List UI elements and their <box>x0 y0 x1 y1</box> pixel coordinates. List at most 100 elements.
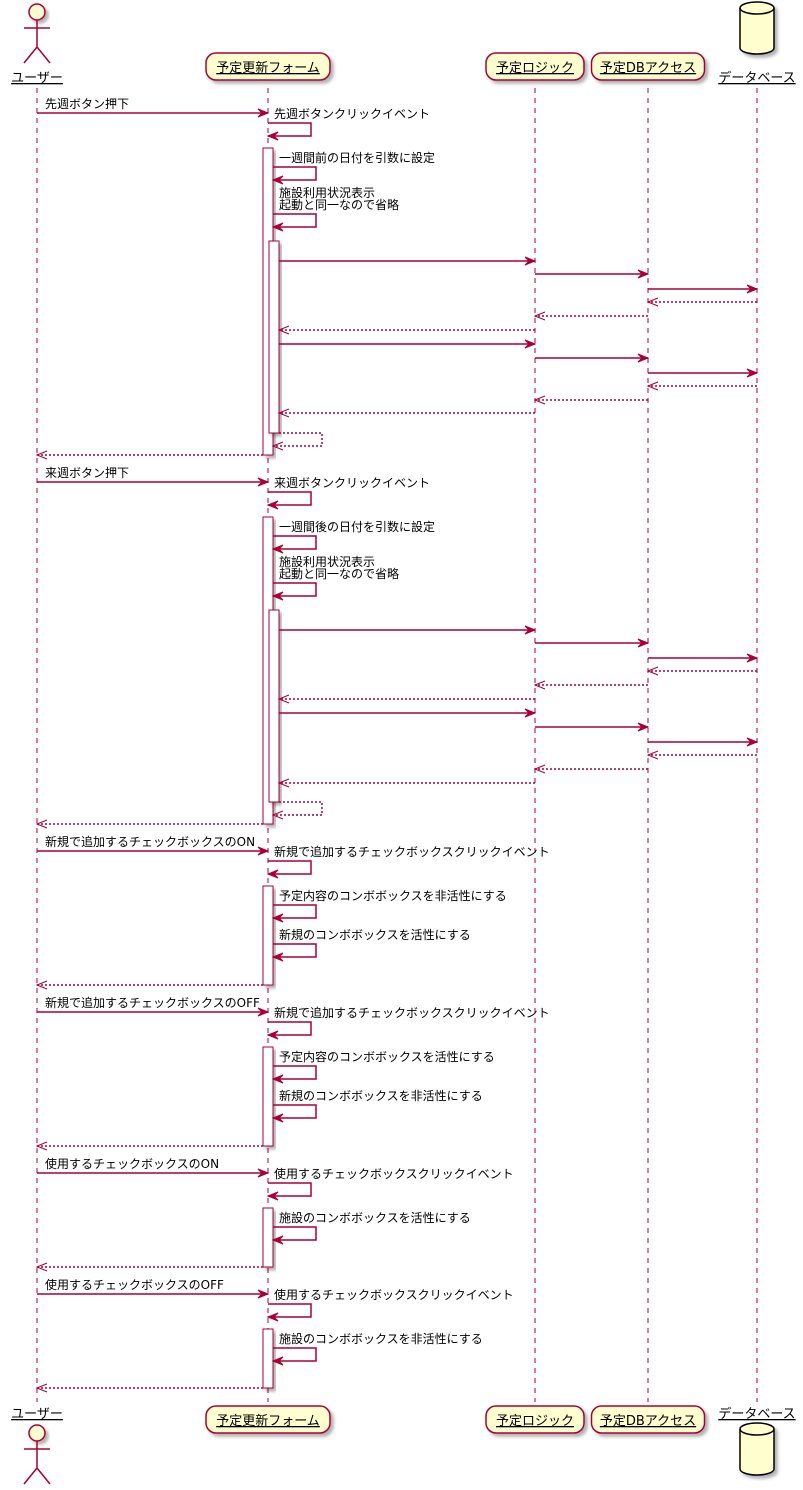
arrow-head <box>271 1113 284 1123</box>
message-form-to-form: 施設のコンボボックスを活性にする <box>271 1210 471 1245</box>
message-form-to-form: 一週間後の日付を引数に設定 <box>271 519 435 554</box>
message-form-to-user <box>35 1383 263 1393</box>
message-label: 先週ボタンクリックイベント <box>274 107 430 121</box>
message-form-to-form: 予定内容のコンボボックスを非活性にする <box>271 888 507 923</box>
arrow-head <box>524 625 537 635</box>
self-call-arrow <box>273 1347 317 1362</box>
participant-box <box>205 52 331 81</box>
message-label: 施設のコンボボックスを活性にする <box>279 1210 471 1225</box>
arrow-head <box>266 1191 279 1201</box>
self-call-arrow <box>273 213 317 228</box>
arrow-head-open <box>533 680 546 690</box>
participant-label: 予定ロジック <box>496 61 574 76</box>
participant-box <box>485 1405 585 1434</box>
arrow-head <box>271 913 284 923</box>
arrow-head-open <box>35 980 48 990</box>
arrow-head <box>271 1074 284 1084</box>
participant-dba-top: 予定DBアクセス <box>590 52 706 81</box>
activation-bar <box>262 1207 274 1268</box>
message-logic-to-form <box>277 408 535 418</box>
activation-bar <box>268 240 280 434</box>
arrow-head <box>266 869 279 879</box>
participant-db-top: データベース <box>718 1 796 86</box>
self-call-arrow <box>273 1104 317 1119</box>
self-call-arrow <box>273 1065 317 1080</box>
participant-user-top: ユーザー <box>11 3 63 86</box>
arrow-head <box>637 353 650 363</box>
message-form-to-user <box>35 1141 263 1151</box>
message-form-to-form: 新規で追加するチェックボックスクリックイベント <box>266 1005 550 1040</box>
actor-body <box>23 1441 51 1485</box>
message-label: 使用するチェックボックスのON <box>45 1156 219 1171</box>
arrow-head-open <box>271 441 284 451</box>
self-call-arrow <box>268 122 312 137</box>
arrow-head <box>746 653 759 663</box>
message-user-to-form: 新規で追加するチェックボックスのOFF <box>37 995 270 1017</box>
arrow-head <box>746 368 759 378</box>
arrow-head <box>271 952 284 962</box>
arrow-head-open <box>277 694 290 704</box>
message-logic-to-form <box>277 778 535 788</box>
arrow-head-open <box>646 666 659 676</box>
activation-bar <box>262 1328 274 1389</box>
message-db-to-dba <box>646 750 757 760</box>
message-form-to-form: 来週ボタンクリックイベント <box>266 476 430 510</box>
message-user-to-form: 先週ボタン押下 <box>37 97 270 118</box>
arrow-head <box>266 1312 279 1322</box>
arrow-head <box>271 1356 284 1366</box>
message-form-to-form <box>271 801 323 820</box>
message-label: 新規で追加するチェックボックスのOFF <box>45 995 260 1010</box>
self-call-arrow <box>273 535 317 550</box>
arrow-head <box>257 477 270 487</box>
message-user-to-form: 使用するチェックボックスのOFF <box>37 1277 270 1299</box>
self-call-arrow <box>273 904 317 919</box>
message-logic-to-form <box>277 694 535 704</box>
message-label: 施設のコンボボックスを非活性にする <box>279 1331 483 1346</box>
message-logic-to-dba <box>535 638 650 648</box>
participant-label: 予定ロジック <box>496 1414 574 1429</box>
participant-label: 予定DBアクセス <box>600 1414 696 1429</box>
participant-box <box>590 1405 706 1434</box>
arrow-head <box>271 222 284 232</box>
arrow-head <box>271 544 284 554</box>
message-label: 起動と同一なので省略 <box>279 197 399 212</box>
self-call-arrow <box>268 1021 312 1036</box>
message-form-to-user <box>35 819 263 829</box>
participant-db-bottom: データベース <box>718 1406 796 1476</box>
participant-label: 予定更新フォーム <box>216 60 320 76</box>
arrow-head <box>257 1168 270 1178</box>
participant-form-top: 予定更新フォーム <box>205 52 331 81</box>
message-form-to-logic <box>279 256 537 266</box>
arrow-head-open <box>271 810 284 820</box>
message-form-to-form: 新規のコンボボックスを非活性にする <box>271 1088 483 1123</box>
database-rim <box>739 7 775 15</box>
arrow-head <box>637 722 650 732</box>
message-label: 予定内容のコンボボックスを非活性にする <box>279 888 507 903</box>
message-form-to-form: 新規で追加するチェックボックスクリックイベント <box>266 844 550 879</box>
arrow-head <box>271 591 284 601</box>
message-user-to-form: 来週ボタン押下 <box>37 466 270 487</box>
message-form-to-user <box>35 1262 263 1272</box>
arrow-head-open <box>533 764 546 774</box>
message-label: 一週間前の日付を引数に設定 <box>279 150 435 165</box>
participant-dba-bottom: 予定DBアクセス <box>590 1405 706 1434</box>
database-cylinder <box>739 1422 775 1476</box>
self-call-arrow <box>268 1303 312 1318</box>
activation-bar <box>262 885 274 986</box>
participant-box <box>590 52 706 81</box>
message-user-to-form: 新規で追加するチェックボックスのON <box>37 834 270 856</box>
self-call-arrow <box>268 1182 312 1197</box>
participant-form-bottom: 予定更新フォーム <box>205 1405 331 1434</box>
database-cylinder <box>739 1 775 55</box>
actor-head <box>28 3 46 21</box>
message-dba-to-logic <box>533 680 648 690</box>
self-call-arrow <box>268 860 312 875</box>
self-return-arrow <box>273 801 323 816</box>
self-call-arrow <box>273 943 317 958</box>
arrow-head-open <box>533 311 546 321</box>
arrow-head-open <box>277 408 290 418</box>
arrow-head <box>746 737 759 747</box>
message-logic-to-form <box>277 325 535 335</box>
message-db-to-dba <box>646 297 757 307</box>
